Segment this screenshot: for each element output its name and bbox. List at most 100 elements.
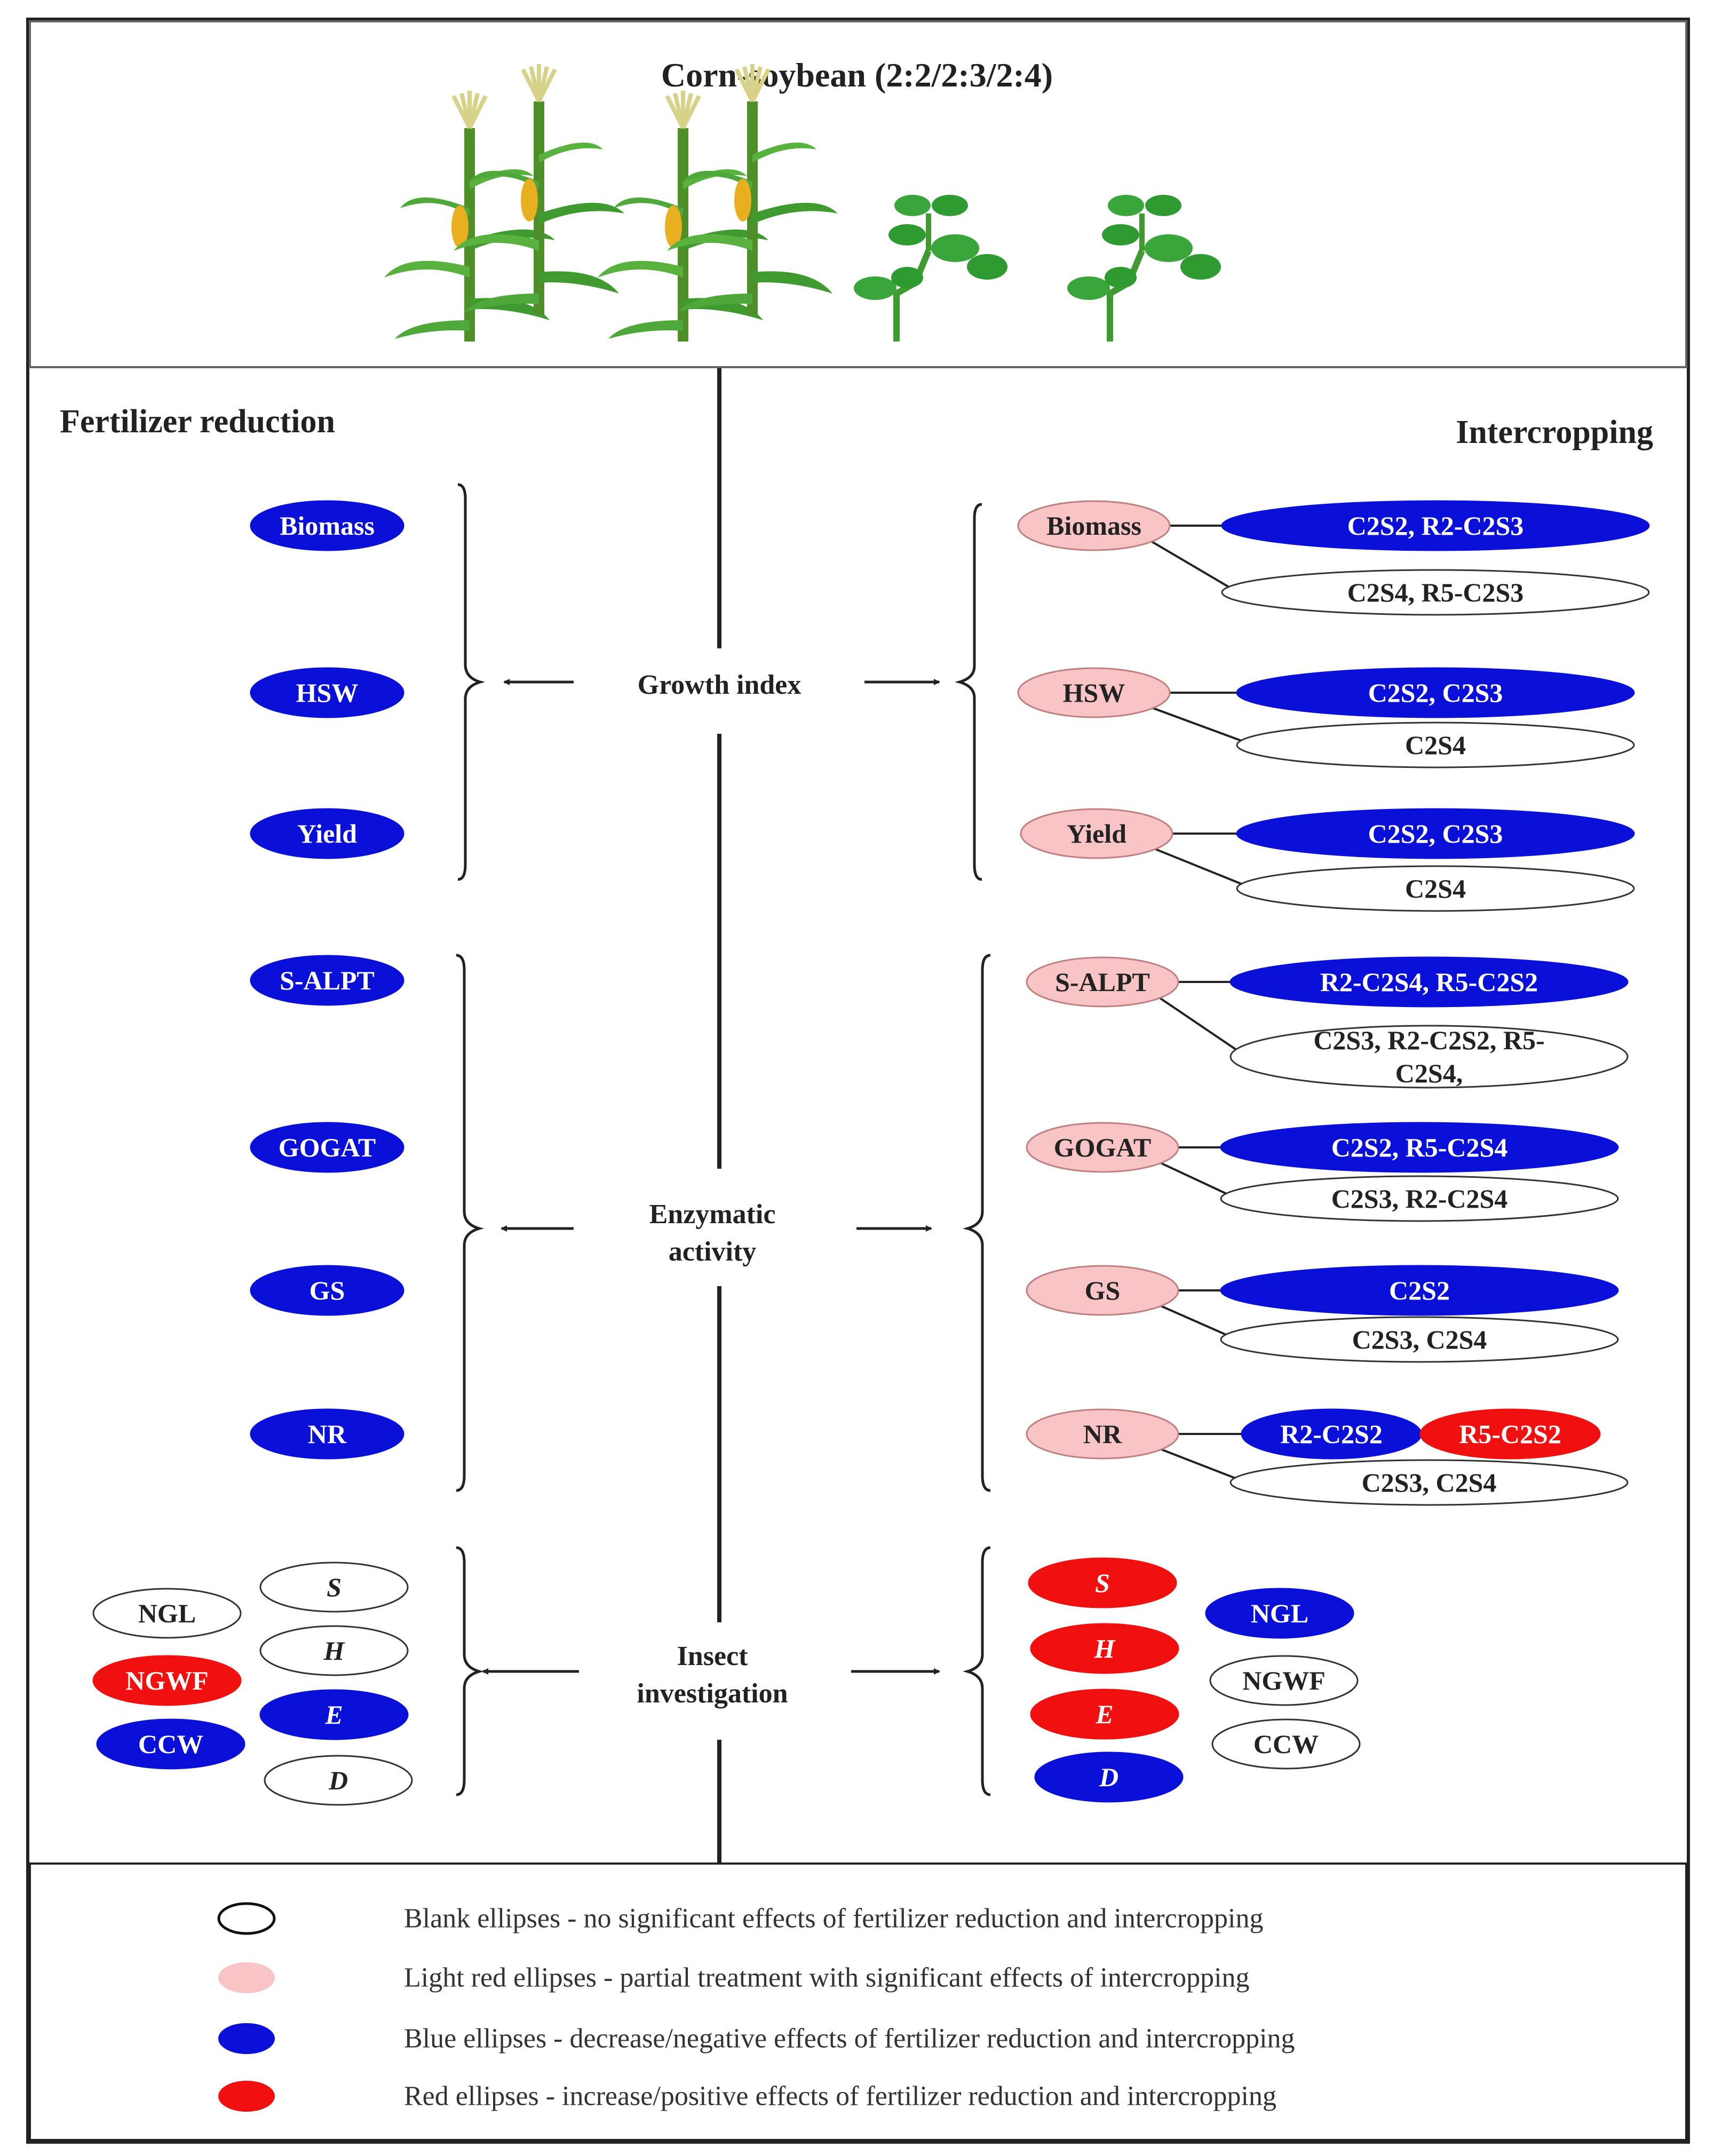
fertilizer-insect-e: E bbox=[259, 1689, 409, 1740]
effect-label: C2S2, R5-C2S4 bbox=[1331, 1132, 1508, 1162]
insect-investigation-label: investigation bbox=[637, 1678, 788, 1709]
effect-label: R2-C2S4, R5-C2S2 bbox=[1320, 967, 1538, 997]
node-label: NGL bbox=[138, 1598, 196, 1628]
ellipse-node bbox=[92, 1588, 242, 1639]
effect-label: C2S4 bbox=[1405, 730, 1466, 760]
effect-ellipse bbox=[1220, 1265, 1619, 1316]
node-label: Yield bbox=[1067, 819, 1126, 849]
connector-line bbox=[1155, 1303, 1237, 1341]
left-brace-growth bbox=[457, 483, 486, 881]
outer-frame bbox=[26, 18, 1690, 2144]
fertilizer-item-gogat: GOGAT bbox=[250, 1122, 404, 1173]
effect-label: C2S4 bbox=[1405, 874, 1466, 903]
ellipse-node bbox=[250, 1408, 404, 1460]
left-heading: Fertilizer reduction bbox=[60, 403, 335, 440]
diagram-title: Corn-soybean (2:2/2:3/2:4) bbox=[661, 56, 1053, 94]
effect-ellipse bbox=[1221, 569, 1650, 616]
ellipse-node bbox=[250, 1265, 404, 1316]
effect-ellipse bbox=[1236, 808, 1635, 859]
ellipse-node bbox=[259, 1561, 409, 1613]
node-label: NGL bbox=[1251, 1598, 1308, 1628]
ellipse-node bbox=[1017, 500, 1171, 551]
node-label: CCW bbox=[1253, 1729, 1319, 1759]
fertilizer-insect-ngl: NGL bbox=[92, 1588, 242, 1639]
node-label: S bbox=[327, 1572, 342, 1602]
effect-ellipse bbox=[1221, 500, 1650, 551]
legend-text: Red ellipses - increase/positive effects… bbox=[404, 2081, 1276, 2112]
node-label: H bbox=[323, 1636, 346, 1666]
effect-label: C2S3, C2S4 bbox=[1362, 1468, 1497, 1497]
node-label: Biomass bbox=[1046, 511, 1141, 541]
effect-ellipse bbox=[1229, 956, 1629, 1008]
ellipse-node bbox=[1026, 1265, 1179, 1316]
effect-ellipse bbox=[1236, 865, 1635, 912]
effect-label: R2-C2S2 bbox=[1280, 1419, 1383, 1449]
effect-ellipse bbox=[1419, 1408, 1601, 1460]
intercropping-insect-ccw: CCW bbox=[1211, 1718, 1361, 1770]
right-brace-insect bbox=[962, 1546, 991, 1796]
fertilizer-insect-d: D bbox=[264, 1755, 413, 1806]
ellipse-node bbox=[250, 1122, 404, 1173]
ellipse-node bbox=[250, 667, 404, 718]
fertilizer-item-hsw: HSW bbox=[250, 667, 404, 718]
connector-line bbox=[1155, 1160, 1237, 1200]
connector-line bbox=[1147, 705, 1253, 746]
ellipse-node bbox=[250, 500, 404, 551]
node-label: S-ALPT bbox=[1055, 967, 1150, 997]
ellipse-node bbox=[1026, 1122, 1179, 1173]
node-label: GOGAT bbox=[279, 1132, 376, 1162]
fertilizer-item-yield: Yield bbox=[250, 808, 404, 859]
effect-ellipse bbox=[1236, 667, 1635, 718]
legend-swatch bbox=[218, 2023, 275, 2054]
legend-swatch bbox=[218, 1962, 275, 1993]
connector-line bbox=[1149, 846, 1253, 890]
node-label: HSW bbox=[1063, 678, 1125, 708]
legend-text: Blank ellipses - no significant effects … bbox=[404, 1904, 1264, 1934]
effect-ellipse bbox=[1220, 1175, 1619, 1222]
node-label: CCW bbox=[138, 1729, 203, 1759]
legend-item-blank: Blank ellipses - no significant effects … bbox=[217, 1902, 1264, 1935]
legend-swatch bbox=[218, 2081, 275, 2112]
ellipse-node bbox=[259, 1689, 409, 1740]
fertilizer-item-nr: NR bbox=[250, 1408, 404, 1460]
ellipse-node bbox=[1020, 808, 1173, 859]
node-label: Yield bbox=[297, 819, 357, 849]
top-panel bbox=[29, 20, 1687, 368]
effect-label: C2S3, R2-C2S2, R5- bbox=[1313, 1025, 1544, 1055]
node-label: E bbox=[324, 1700, 343, 1730]
effect-label: C2S3, C2S4 bbox=[1352, 1325, 1487, 1354]
ellipse-node bbox=[250, 955, 404, 1006]
node-label: HSW bbox=[296, 678, 359, 708]
ellipse-node bbox=[1017, 667, 1171, 718]
intercropping-insect-ngl: NGL bbox=[1205, 1588, 1354, 1639]
intercropping-insect-h: H bbox=[1030, 1623, 1179, 1674]
ellipse-node bbox=[264, 1755, 413, 1806]
node-label: NR bbox=[1083, 1419, 1122, 1449]
enzymatic-activity-label: Enzymatic bbox=[649, 1199, 776, 1230]
ellipse-node bbox=[250, 808, 404, 859]
effect-label: C2S2, R2-C2S3 bbox=[1347, 511, 1524, 541]
legend: Blank ellipses - no significant effects … bbox=[217, 1902, 1295, 2112]
legend-panel bbox=[29, 1862, 1687, 2141]
legend-text: Light red ellipses - partial treatment w… bbox=[404, 1963, 1250, 1993]
legend-item-blue: Blue ellipses - decrease/negative effect… bbox=[218, 2023, 1295, 2054]
ellipse-node bbox=[1211, 1718, 1361, 1770]
intercropping-insect-s: S bbox=[1028, 1557, 1177, 1608]
node-label: E bbox=[1095, 1699, 1113, 1729]
effect-ellipse bbox=[1229, 1459, 1629, 1506]
effect-label: R5-C2S2 bbox=[1459, 1419, 1561, 1449]
ellipse-node bbox=[259, 1625, 409, 1676]
fertilizer-item-gs: GS bbox=[250, 1265, 404, 1316]
effect-label: C2S4, R5-C2S3 bbox=[1347, 577, 1524, 607]
node-label: D bbox=[1099, 1762, 1118, 1792]
ellipse-node bbox=[1030, 1623, 1179, 1674]
intercropping-insect-items: SHE D NGL NGWF CCW bbox=[1028, 1557, 1361, 1803]
intercropping-insect-ngwf: NGWF bbox=[1209, 1655, 1359, 1706]
ellipse-node bbox=[92, 1655, 242, 1706]
node-label: GS bbox=[310, 1275, 345, 1305]
